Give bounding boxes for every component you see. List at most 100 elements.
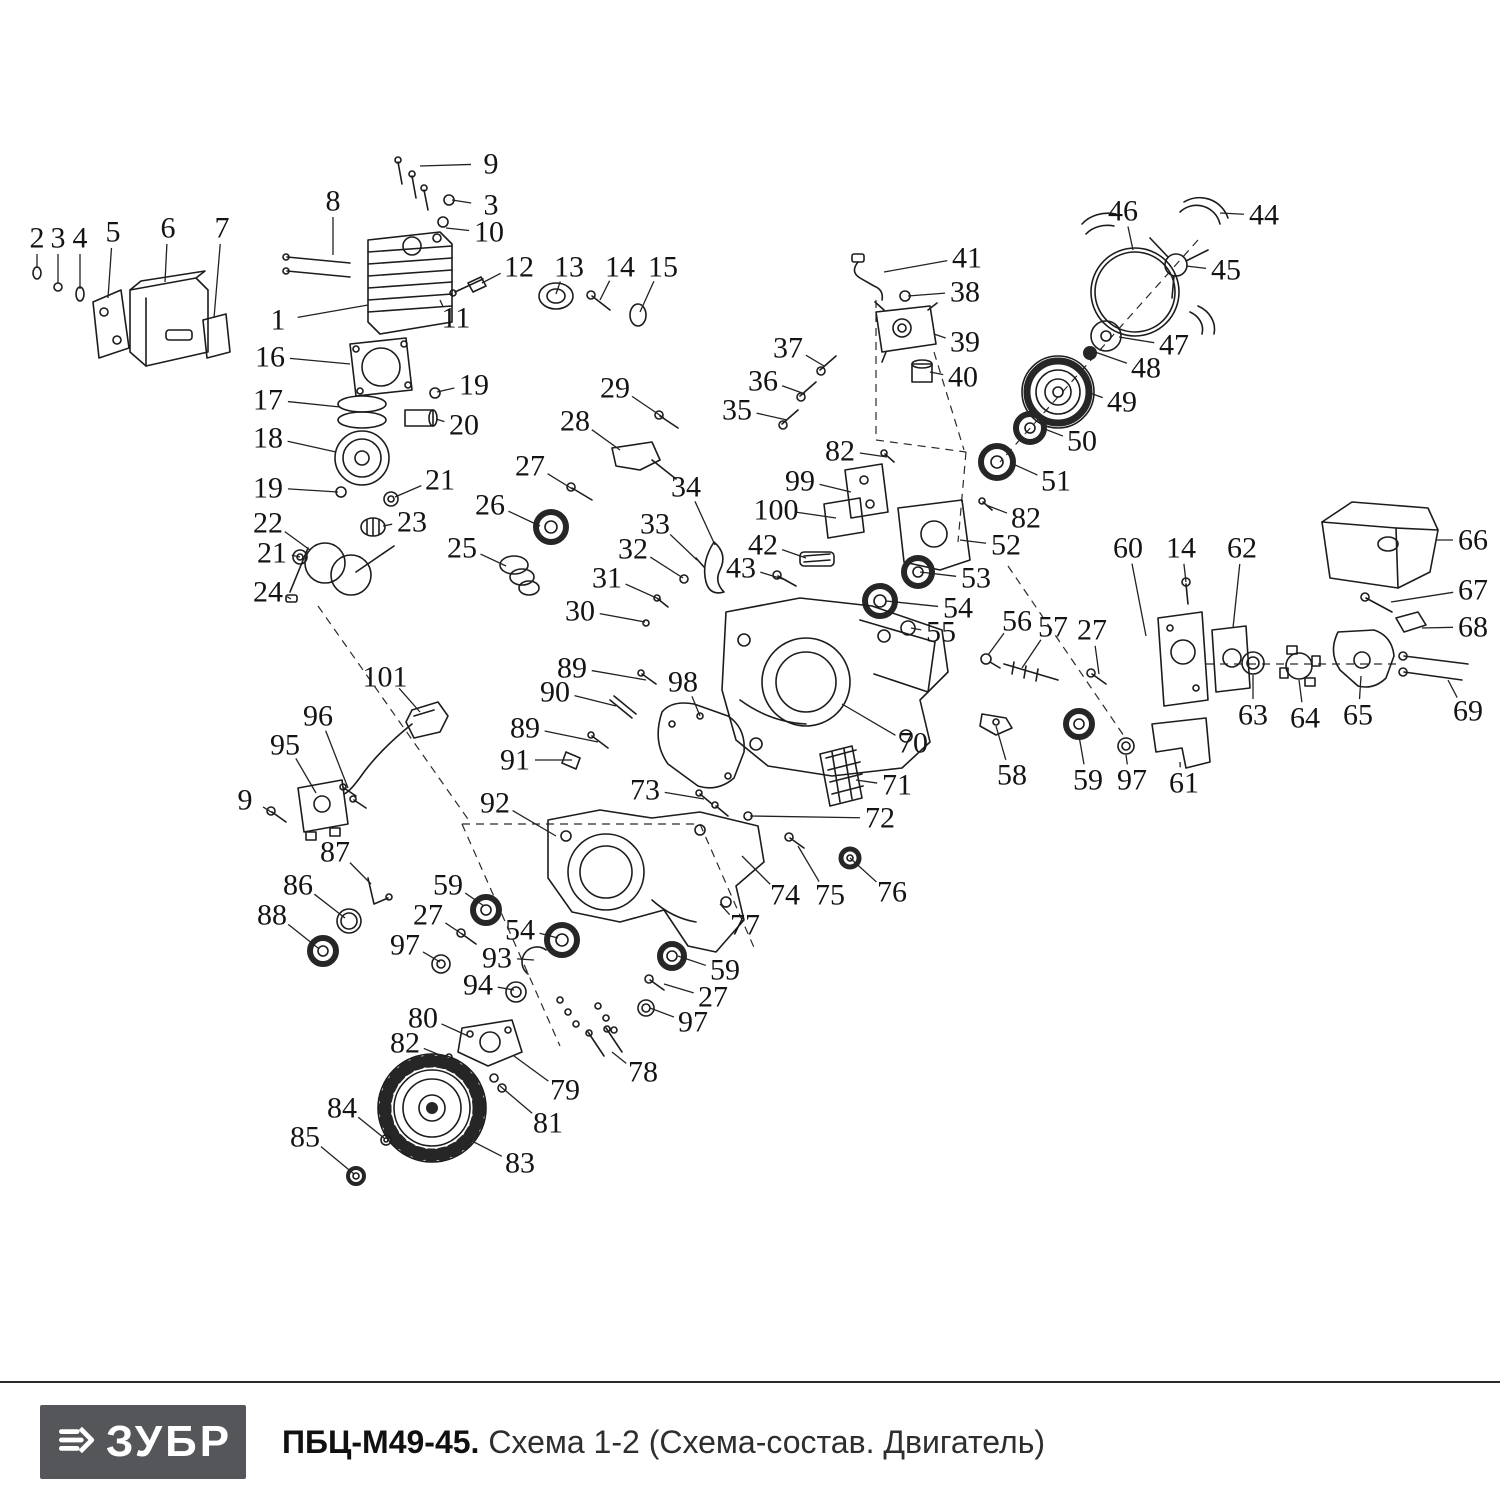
leader-line	[213, 243, 221, 319]
airbox-group-art	[1157, 501, 1469, 707]
part-number-label: 94	[463, 969, 493, 1002]
leader-line	[497, 986, 515, 991]
leader-line	[512, 810, 557, 837]
part-number-label: 84	[327, 1092, 357, 1125]
leader-line	[1118, 336, 1155, 344]
part-number-label: 2	[30, 222, 45, 255]
leader-line	[445, 922, 466, 937]
leader-line	[599, 613, 646, 623]
leader-line	[1219, 212, 1245, 215]
leader-line	[919, 571, 957, 577]
leader-line	[1010, 462, 1038, 476]
part-number-label: 86	[283, 869, 313, 902]
part-number-label: 91	[500, 744, 530, 777]
part-number-label: 74	[770, 879, 800, 912]
leader-line	[1078, 735, 1085, 765]
leader-line	[464, 892, 485, 907]
part-number-label: 48	[1131, 352, 1161, 385]
part-number-label: 24	[253, 576, 283, 609]
leader-line	[435, 418, 445, 423]
crankcase-lower-group-art	[431, 809, 862, 1093]
part-number-label: 100	[754, 494, 799, 527]
schema-title-rest: Схема 1-2 (Схема-состав. Двигатель)	[479, 1423, 1046, 1460]
leader-line	[544, 730, 599, 743]
part-number-label: 32	[618, 533, 648, 566]
chain-plate-group-art	[772, 449, 993, 636]
leader-line	[669, 533, 698, 561]
flywheel-group-art	[346, 1053, 487, 1186]
leader-line	[855, 779, 878, 784]
part-number-label: 89	[510, 712, 540, 745]
leader-line	[694, 501, 716, 546]
part-number-label: 6	[161, 212, 176, 245]
schema-title-model: ПБЦ-М49-45.	[282, 1423, 480, 1460]
leader-line	[1094, 645, 1100, 675]
part-number-label: 39	[950, 326, 980, 359]
part-number-label: 37	[773, 332, 803, 365]
part-number-label: 27	[413, 899, 443, 932]
leader-line	[439, 299, 444, 307]
leader-line	[423, 1047, 453, 1061]
part-number-label: 53	[961, 562, 991, 595]
part-number-label: 44	[1249, 199, 1279, 232]
leader-line	[574, 694, 617, 707]
part-number-label: 62	[1227, 532, 1257, 565]
part-number-label: 36	[748, 365, 778, 398]
part-number-label: 16	[255, 341, 285, 374]
part-number-label: 70	[898, 727, 928, 760]
part-number-label: 64	[1290, 702, 1320, 735]
part-number-label: 3	[51, 222, 66, 255]
part-number-label: 5	[106, 216, 121, 249]
leader-line	[394, 485, 422, 498]
construction-lines	[317, 239, 1400, 1047]
part-number-label: 13	[554, 251, 584, 284]
leader-line	[1094, 351, 1128, 364]
leader-line	[422, 951, 441, 963]
leader-line	[795, 511, 837, 519]
leader-line	[749, 815, 861, 819]
part-number-label: 59	[710, 954, 740, 987]
part-number-label: 58	[997, 759, 1027, 792]
part-number-label: 80	[408, 1002, 438, 1035]
part-number-label: 4	[73, 222, 88, 255]
part-number-label: 21	[257, 537, 287, 570]
part-number-label: 51	[1041, 465, 1071, 498]
leader-line	[287, 440, 337, 453]
leader-line	[1127, 226, 1134, 251]
leader-line	[985, 504, 1008, 514]
leader-line	[719, 903, 731, 916]
part-number-label: 69	[1453, 695, 1483, 728]
part-number-label: 63	[1238, 699, 1268, 732]
part-number-label: 83	[505, 1147, 535, 1180]
leader-line	[883, 260, 948, 273]
part-number-label: 73	[630, 774, 660, 807]
part-number-label: 14	[605, 251, 635, 284]
leader-line	[1131, 563, 1147, 637]
part-number-label: 26	[475, 489, 505, 522]
schema-title: ПБЦ-М49-45. Схема 1-2 (Схема-состав. Дви…	[282, 1405, 1045, 1479]
leader-line	[664, 791, 705, 800]
leader-line	[677, 955, 707, 967]
crankcase-upper-group-art	[561, 597, 949, 821]
part-number-label: 77	[730, 909, 760, 942]
leader-line	[599, 280, 611, 301]
leader-line	[499, 1085, 533, 1114]
leader-line	[1390, 591, 1454, 603]
leader-line	[910, 627, 922, 631]
leader-line	[781, 549, 807, 559]
part-number-label: 90	[540, 676, 570, 709]
part-number-label: 30	[565, 595, 595, 628]
leader-line	[756, 412, 788, 421]
leader-line	[508, 510, 541, 527]
leader-line	[649, 556, 684, 579]
leader-line	[451, 199, 472, 204]
part-number-label: 11	[442, 302, 471, 335]
part-number-label: 82	[825, 435, 855, 468]
part-number-label: 10	[474, 216, 504, 249]
part-number-label: 22	[253, 507, 283, 540]
leader-line	[663, 983, 694, 994]
leader-line	[1185, 265, 1207, 270]
leader-line	[691, 696, 701, 717]
part-number-label: 20	[449, 409, 479, 442]
